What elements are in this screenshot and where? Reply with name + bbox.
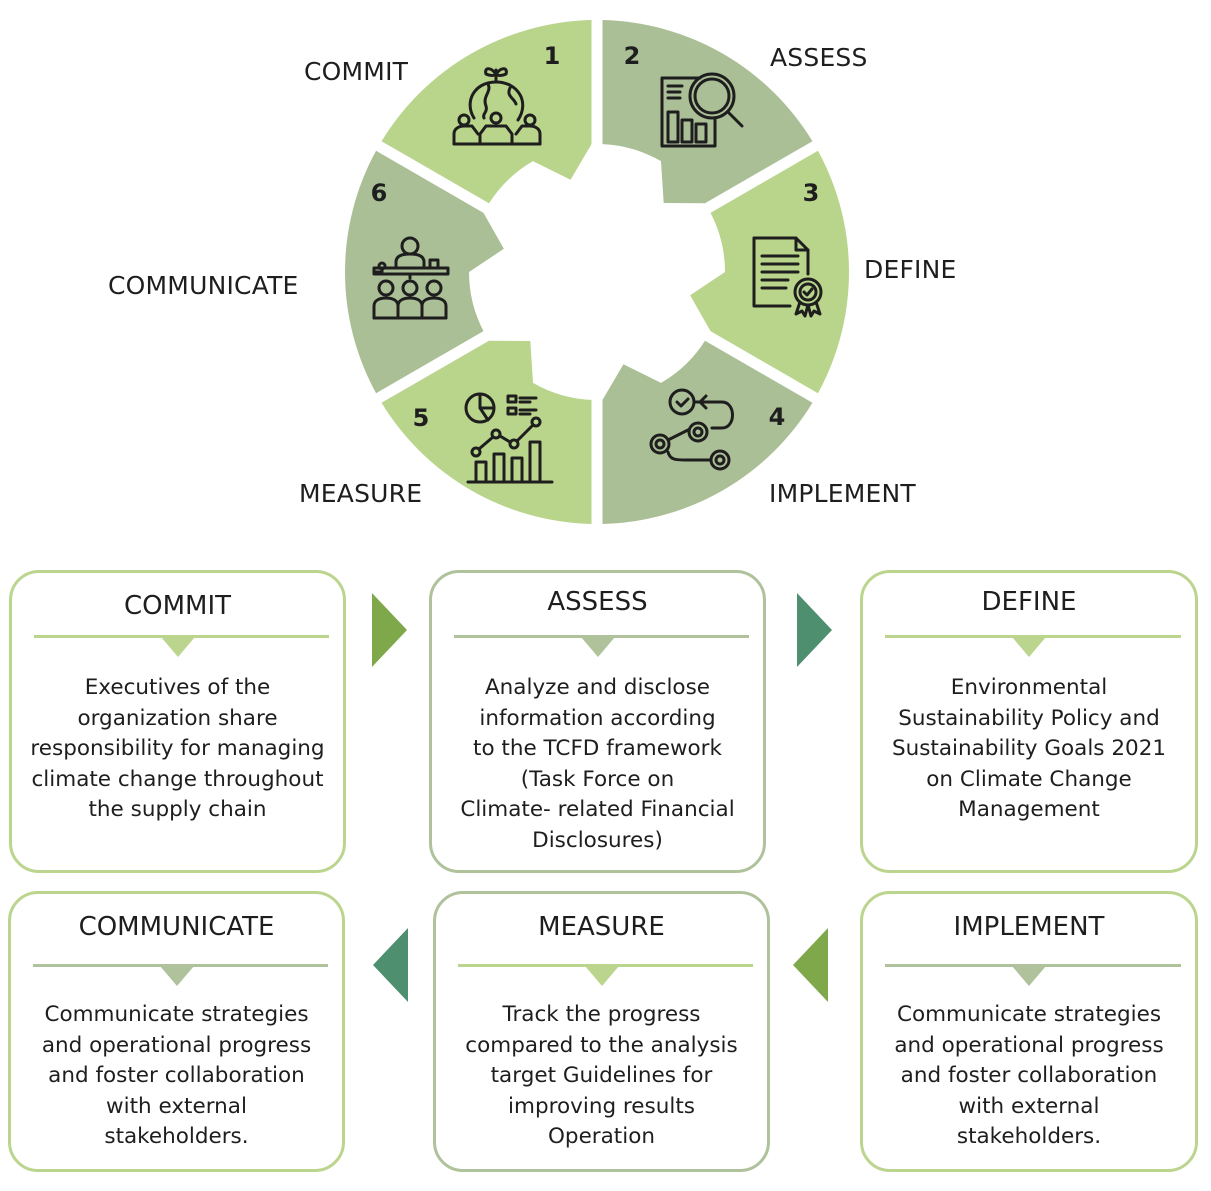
card-title: ASSESS <box>547 587 648 617</box>
card-assess: ASSESS Analyze and disclose information … <box>429 570 766 873</box>
wheel-label-assess: ASSESS <box>770 43 868 72</box>
segment-number-4: 4 <box>769 403 786 431</box>
card-title: MEASURE <box>538 912 665 942</box>
wheel-label-measure: MEASURE <box>299 479 423 508</box>
card-title: COMMUNICATE <box>78 912 275 942</box>
card-communicate: COMMUNICATE Communicate strategies and o… <box>8 891 345 1172</box>
card-define: DEFINE Environmental Sustainability Poli… <box>860 570 1198 873</box>
presentation-audience-icon <box>372 236 450 320</box>
segment-number-3: 3 <box>803 179 820 207</box>
segment-number-5: 5 <box>413 404 430 432</box>
wheel-segment-communicate <box>344 150 504 394</box>
card-body: Communicate strategies and operational p… <box>41 1002 312 1149</box>
analytics-chart-icon <box>464 392 554 484</box>
card-body: Environmental Sustainability Policy and … <box>891 675 1167 822</box>
card-body: Executives of the organization share res… <box>30 675 325 822</box>
document-certificate-icon <box>752 236 823 318</box>
flow-arrow-right-icon <box>797 593 832 667</box>
card-title: IMPLEMENT <box>953 912 1105 942</box>
segment-number-6: 6 <box>371 179 388 207</box>
caret-down-icon <box>159 966 194 986</box>
wheel-label-implement: IMPLEMENT <box>769 479 916 508</box>
caret-down-icon <box>1012 637 1046 657</box>
caret-down-icon <box>160 637 195 657</box>
gears-process-icon <box>649 388 734 471</box>
report-magnifier-icon <box>660 72 744 148</box>
flow-arrow-right-icon <box>372 593 407 667</box>
card-title: COMMIT <box>123 591 232 621</box>
flow-arrow-left-icon <box>373 928 408 1002</box>
card-body: Analyze and disclose information accordi… <box>460 675 735 853</box>
divider <box>885 635 1181 638</box>
card-body: Communicate strategies and operational p… <box>894 1002 1164 1149</box>
wheel-label-define: DEFINE <box>864 255 957 284</box>
caret-down-icon <box>1012 966 1046 986</box>
card-body: Track the progress compared to the analy… <box>465 1002 738 1149</box>
segment-number-2: 2 <box>624 42 641 70</box>
divider <box>33 964 328 967</box>
card-title: DEFINE <box>981 587 1077 617</box>
wheel-label-commit: COMMIT <box>304 57 409 86</box>
card-measure: MEASURE Track the progress compared to t… <box>433 891 770 1172</box>
card-commit: COMMIT Executives of the organization sh… <box>9 570 346 873</box>
segment-number-1: 1 <box>544 42 561 70</box>
divider <box>885 964 1181 967</box>
wheel-label-communicate: COMMUNICATE <box>108 271 299 300</box>
caret-down-icon <box>580 637 615 657</box>
caret-down-icon <box>584 966 619 986</box>
divider <box>454 635 749 638</box>
card-implement: IMPLEMENT Communicate strategies and ope… <box>860 891 1198 1172</box>
globe-people-sprout-icon <box>452 67 542 146</box>
divider <box>458 964 753 967</box>
flow-arrow-left-icon <box>793 928 828 1002</box>
process-wheel: 1 2 3 4 5 6 <box>344 20 850 524</box>
divider <box>34 635 329 638</box>
